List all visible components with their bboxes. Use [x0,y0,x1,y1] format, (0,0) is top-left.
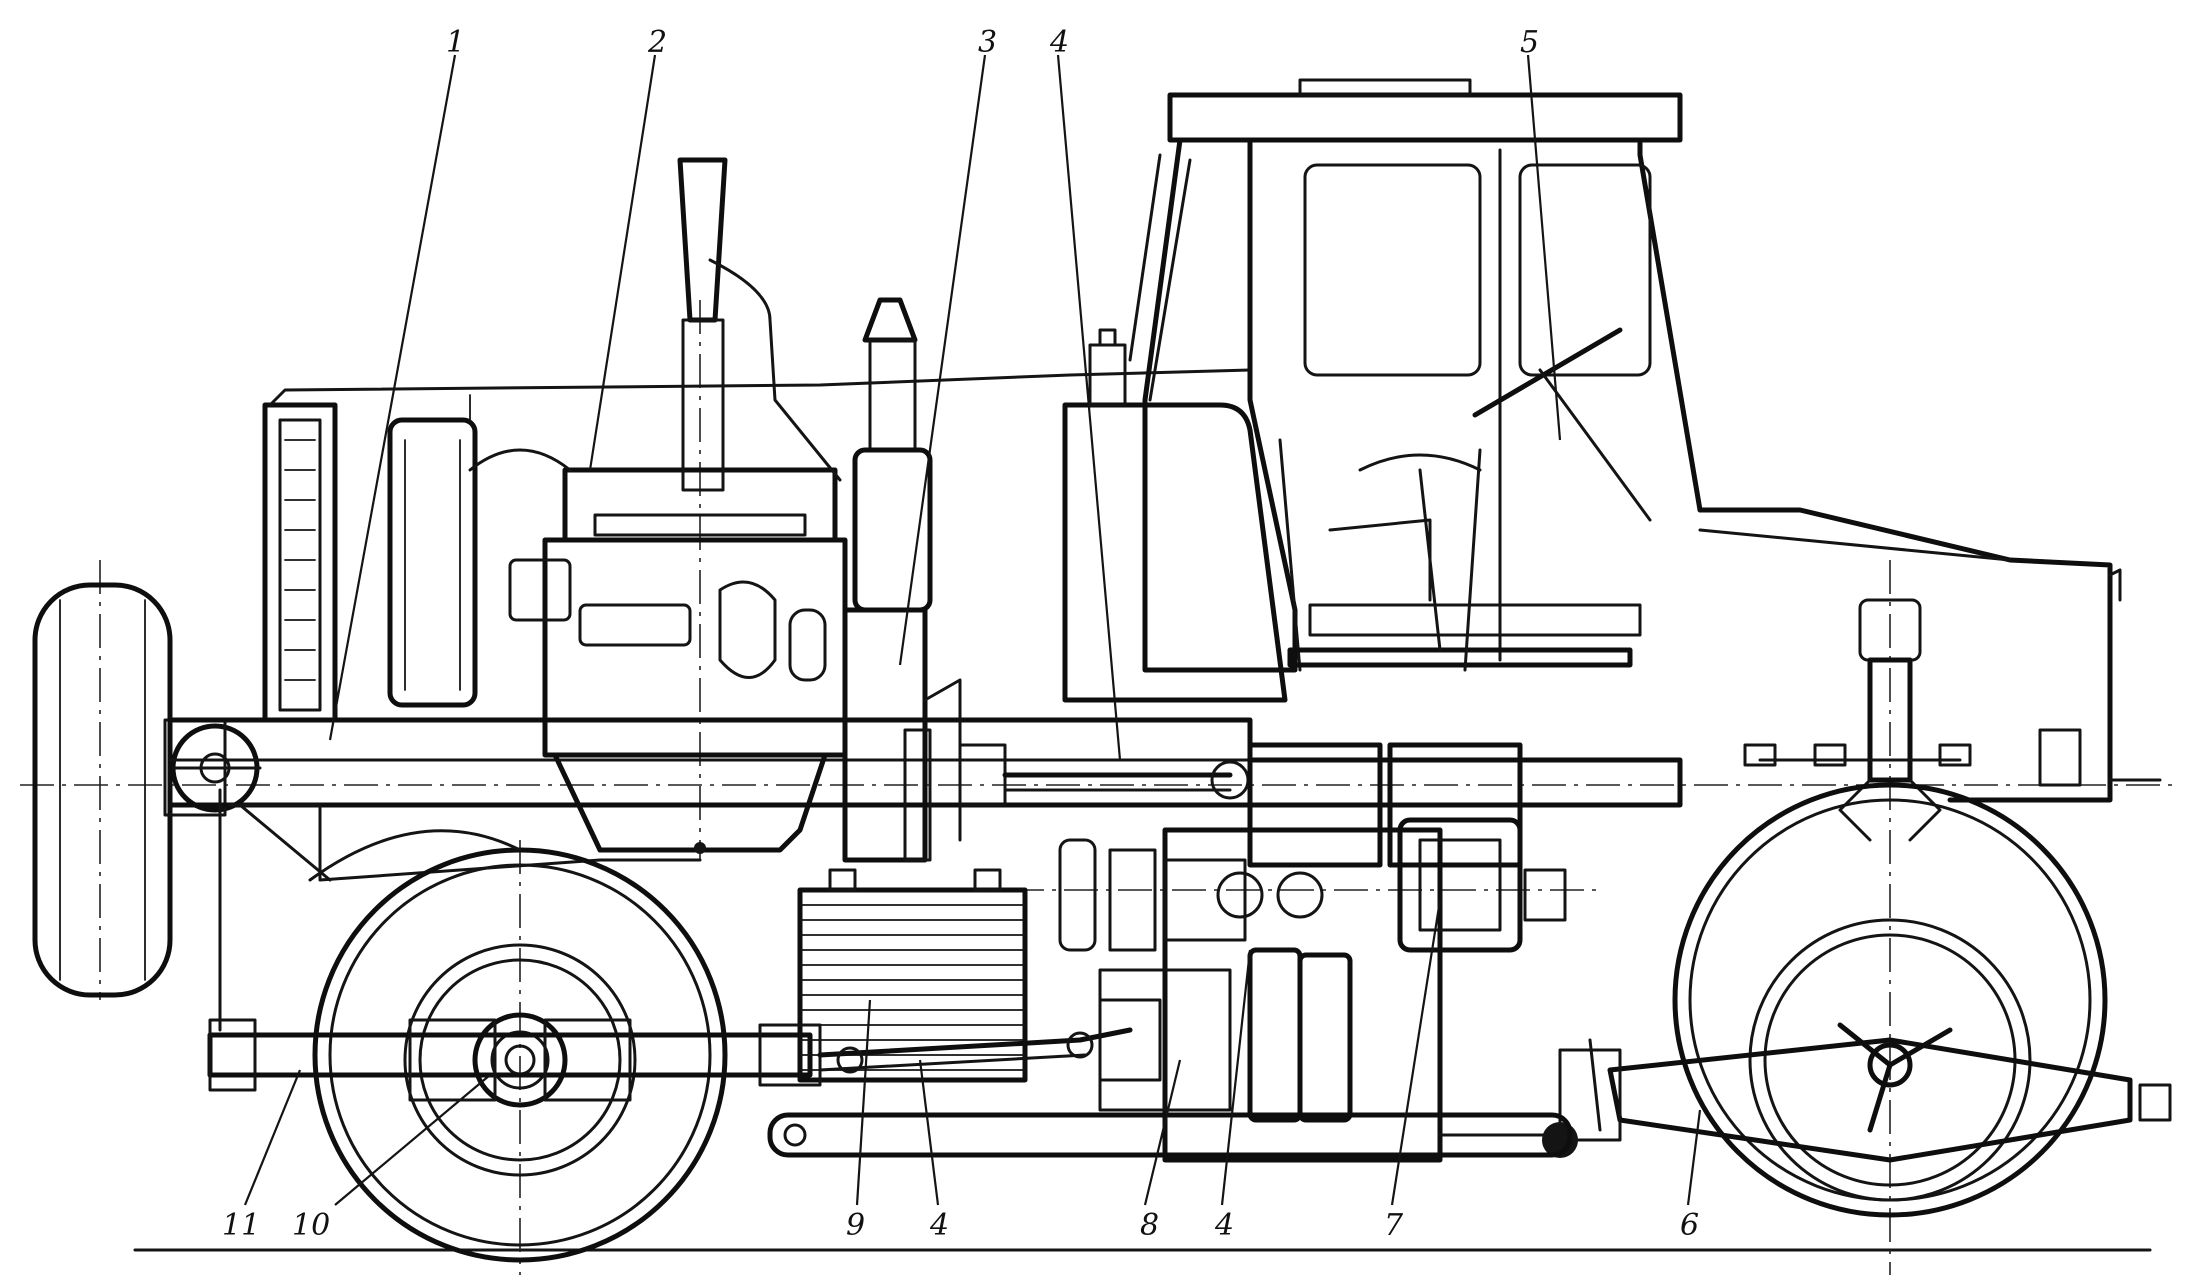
front-steering-wheel [32,582,173,998]
callout-3: 3 [978,25,997,60]
callout-7: 7 [1384,1208,1404,1243]
front-roller-drum [308,829,728,1263]
callout-9: 9 [846,1208,865,1243]
leader-lines [243,54,1702,1206]
transmission-unit [1058,742,1578,1163]
drive-shaft-upper [958,743,1250,807]
callout-1: 1 [446,25,465,60]
operator-cab [1128,78,1703,673]
engine [468,448,848,854]
callout-10: 10 [292,1208,330,1243]
callout-5: 5 [1520,25,1539,60]
callouts: 1 2 3 4 5 11 10 9 4 8 4 7 6 [222,25,1699,1243]
hood-rail [268,368,1252,421]
callout-11: 11 [222,1208,260,1243]
lower-frame [767,1112,1573,1158]
radiator [262,402,478,723]
center-lines [20,300,2180,1275]
main-frame [167,717,1683,882]
rear-column [1743,598,1972,842]
rear-hood [1697,507,2162,803]
callout-2: 2 [647,25,667,60]
callout-4-lower-right: 4 [1214,1208,1234,1243]
battery-block [797,868,1028,1083]
callout-6: 6 [1680,1208,1699,1243]
front-axle-hub [163,718,262,817]
callout-8: 8 [1140,1208,1159,1243]
callout-4-top: 4 [1049,25,1069,60]
rear-roller-drum [1558,782,2172,1218]
callout-4-lower-left: 4 [929,1208,949,1243]
